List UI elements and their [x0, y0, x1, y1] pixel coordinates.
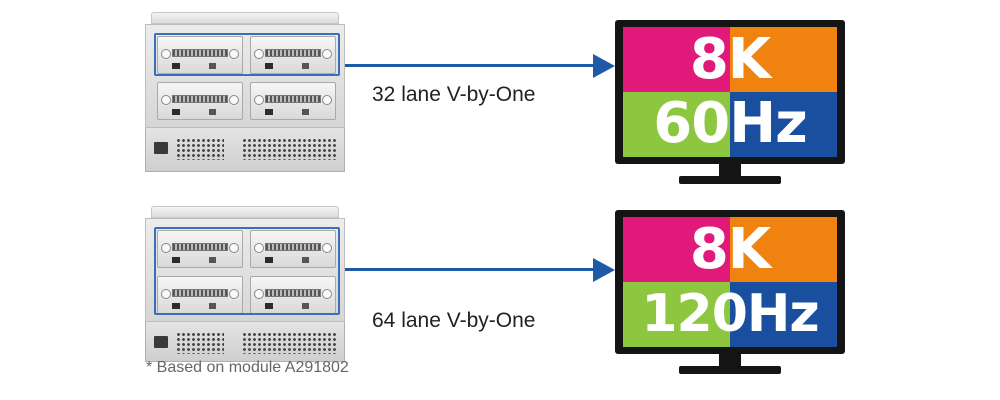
quadrant-orange [730, 27, 837, 92]
output-module [250, 82, 336, 120]
monitor-icon: 8K 120Hz [615, 210, 845, 380]
signal-arrow [345, 258, 615, 282]
quadrant-magenta [623, 217, 730, 282]
refresh-rate-label: 120Hz [641, 284, 819, 344]
quadrant-magenta [623, 27, 730, 92]
arrow-head [593, 258, 615, 282]
quadrant-blue [730, 282, 837, 347]
monitor-stand [679, 366, 781, 374]
footnote: * Based on module A291802 [146, 359, 349, 376]
arrow-head [593, 54, 615, 78]
output-module [250, 230, 336, 268]
diagram-row-64-lane: 64 lane V-by-One 8K 120Hz [0, 190, 1000, 380]
chassis-base [145, 322, 345, 362]
chassis-top [151, 12, 339, 24]
output-module [157, 36, 243, 74]
power-port-icon [154, 142, 168, 154]
chassis-base [145, 128, 345, 172]
resolution-label: 8K [689, 217, 771, 282]
power-port-icon [154, 336, 168, 348]
chassis-top [151, 206, 339, 218]
resolution-label: 8K [689, 27, 771, 92]
monitor-bezel: 8K 120Hz [615, 210, 845, 354]
output-module [157, 82, 243, 120]
vent-grille [242, 138, 336, 160]
monitor-screen: 8K 60Hz [623, 27, 837, 157]
video-signal-generator-icon [145, 206, 345, 362]
arrow-shaft [345, 64, 595, 67]
output-module [250, 276, 336, 314]
vent-grille [176, 332, 224, 354]
output-module [250, 36, 336, 74]
quadrant-green [623, 282, 730, 347]
arrow-shaft [345, 268, 595, 271]
chassis-front-panel [145, 24, 345, 128]
monitor-stand [679, 176, 781, 184]
diagram-row-32-lane: 32 lane V-by-One 8K 60Hz [0, 0, 1000, 190]
refresh-rate-label: 60Hz [653, 91, 807, 156]
interface-label: 32 lane V-by-One [372, 83, 536, 106]
monitor-icon: 8K 60Hz [615, 20, 845, 185]
active-modules-highlight [154, 227, 340, 315]
quadrant-orange [730, 217, 837, 282]
vent-grille [242, 332, 336, 354]
monitor-neck [719, 354, 741, 368]
output-module [157, 276, 243, 314]
output-module [157, 230, 243, 268]
monitor-screen: 8K 120Hz [623, 217, 837, 347]
quadrant-blue [730, 92, 837, 157]
video-signal-generator-icon [145, 12, 345, 172]
vent-grille [176, 138, 224, 160]
interface-label: 64 lane V-by-One [372, 309, 536, 332]
quadrant-green [623, 92, 730, 157]
monitor-bezel: 8K 60Hz [615, 20, 845, 164]
chassis-front-panel [145, 218, 345, 322]
signal-arrow [345, 54, 615, 78]
monitor-neck [719, 164, 741, 178]
active-modules-highlight [154, 33, 340, 76]
